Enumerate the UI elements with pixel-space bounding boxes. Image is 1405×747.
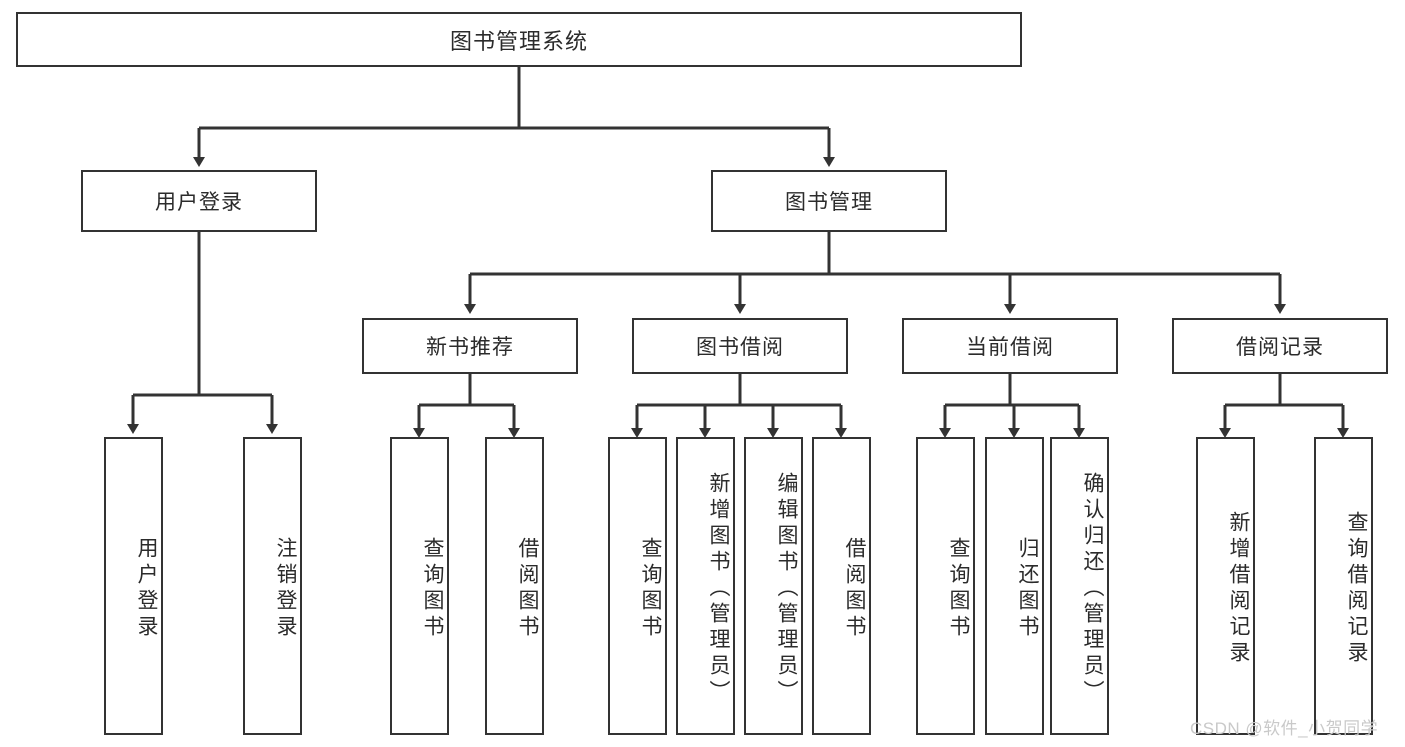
leaf-add-borrow-record[interactable]: 新增借阅记录 (1196, 437, 1255, 735)
node-label: 新增借阅记录 (1227, 511, 1250, 667)
node-label: 借阅图书 (516, 537, 539, 641)
leaf-user-logout[interactable]: 注销登录 (243, 437, 302, 735)
node-book-borrow[interactable]: 图书借阅 (632, 318, 848, 374)
node-label: 借阅图书 (843, 537, 866, 641)
leaf-query-book-recommend[interactable]: 查询图书 (390, 437, 449, 735)
node-label: 图书借阅 (696, 336, 784, 359)
leaf-query-book-borrow[interactable]: 查询图书 (608, 437, 667, 735)
node-label: 新书推荐 (426, 336, 514, 359)
node-root-system[interactable]: 图书管理系统 (16, 12, 1022, 67)
leaf-return-book[interactable]: 归还图书 (985, 437, 1044, 735)
node-label: 图书管理系统 (449, 28, 588, 54)
node-user-login[interactable]: 用户登录 (81, 170, 317, 232)
node-book-management[interactable]: 图书管理 (711, 170, 947, 232)
node-label: 当前借阅 (966, 336, 1054, 359)
node-label: 编辑图书（管理员） (775, 472, 798, 706)
leaf-confirm-return-admin[interactable]: 确认归还（管理员） (1050, 437, 1109, 735)
node-new-book-recommend[interactable]: 新书推荐 (362, 318, 578, 374)
node-label: 注销登录 (274, 537, 297, 641)
node-label: 归还图书 (1016, 537, 1039, 641)
node-label: 确认归还（管理员） (1081, 472, 1104, 706)
node-label: 查询图书 (639, 537, 662, 641)
node-label: 查询图书 (947, 537, 970, 641)
leaf-query-borrow-record[interactable]: 查询借阅记录 (1314, 437, 1373, 735)
node-label: 用户登录 (135, 537, 158, 641)
csdn-watermark: CSDN @软件_小贺同学 (1190, 719, 1379, 738)
leaf-borrow-book[interactable]: 借阅图书 (812, 437, 871, 735)
node-label: 查询图书 (421, 537, 444, 641)
node-label: 新增图书（管理员） (707, 472, 730, 706)
leaf-query-book-current[interactable]: 查询图书 (916, 437, 975, 735)
node-label: 查询借阅记录 (1345, 511, 1368, 667)
leaf-borrow-book-recommend[interactable]: 借阅图书 (485, 437, 544, 735)
node-borrow-record[interactable]: 借阅记录 (1172, 318, 1388, 374)
leaf-edit-book-admin[interactable]: 编辑图书（管理员） (744, 437, 803, 735)
node-label: 借阅记录 (1236, 336, 1324, 359)
node-label: 用户登录 (155, 191, 243, 214)
node-current-borrow[interactable]: 当前借阅 (902, 318, 1118, 374)
leaf-user-login[interactable]: 用户登录 (104, 437, 163, 735)
leaf-add-book-admin[interactable]: 新增图书（管理员） (676, 437, 735, 735)
node-label: 图书管理 (785, 191, 873, 214)
